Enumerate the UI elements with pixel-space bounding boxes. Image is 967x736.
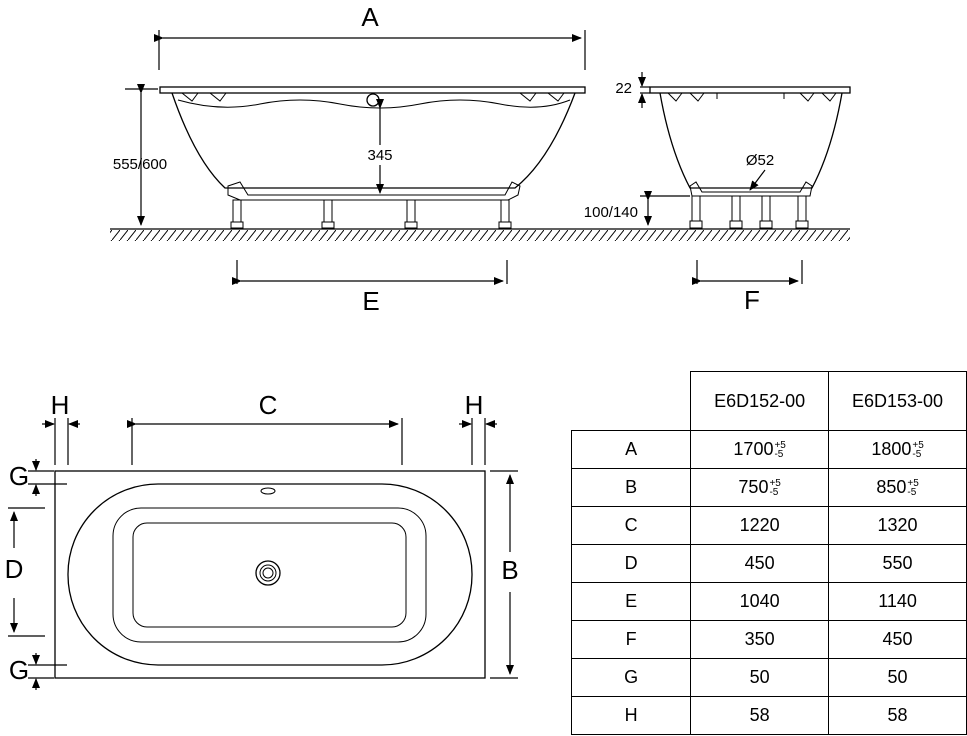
height-label: 555/600 [113, 156, 167, 173]
top-view: C H H G G D B [5, 390, 519, 690]
label-b: B [501, 555, 518, 585]
side-feet [230, 199, 512, 229]
top-basin-inner [132, 522, 407, 628]
table-cell: 1220 [690, 506, 830, 545]
label-g-bottom: G [9, 655, 29, 685]
side-rim [159, 86, 586, 94]
end-base-frame [689, 181, 813, 197]
row-key: D [570, 544, 692, 583]
table-cell: 1700+5-5 [690, 430, 830, 469]
rim-thickness-label: 22 [615, 80, 632, 97]
end-rim [649, 86, 851, 94]
table-cell: 1040 [690, 582, 830, 621]
row-key: H [570, 696, 692, 735]
table-cell: 450 [828, 620, 967, 659]
label-h-left: H [51, 390, 70, 420]
row-key: E [570, 582, 692, 621]
end-feet [689, 195, 809, 229]
table-cell: 850+5-5 [828, 468, 967, 507]
label-h-right: H [465, 390, 484, 420]
feet-height-label: 100/140 [584, 204, 638, 221]
table-cell: 1320 [828, 506, 967, 545]
table-row: F 350 450 [570, 620, 967, 659]
top-basin-outer [67, 483, 473, 666]
table-row: A 1700+5-5 1800+5-5 [570, 430, 967, 469]
end-view: 22 Ø52 100/140 F [584, 72, 851, 315]
table-row: D 450 550 [570, 544, 967, 583]
drain-diameter-label: Ø52 [746, 152, 774, 169]
column-header: E6D152-00 [690, 371, 830, 431]
row-key: B [570, 468, 692, 507]
drain-leader [749, 169, 766, 191]
drain-icon [255, 560, 281, 586]
top-basin-mid [112, 507, 427, 643]
label-a: A [361, 2, 379, 32]
table-cell: 58 [828, 696, 967, 735]
table-cell: 58 [690, 696, 830, 735]
table-cell: 550 [828, 544, 967, 583]
table-cell: 450 [690, 544, 830, 583]
table-cell: 1140 [828, 582, 967, 621]
table-cell: 1800+5-5 [828, 430, 967, 469]
side-body [171, 92, 576, 189]
table-row: H 58 58 [570, 696, 967, 735]
column-header: E6D153-00 [828, 371, 967, 431]
row-key: C [570, 506, 692, 545]
label-f: F [744, 285, 760, 315]
row-key: F [570, 620, 692, 659]
label-g-top: G [9, 461, 29, 491]
table-row: B 750+5-5 850+5-5 [570, 468, 967, 507]
side-view: A 555/600 345 E [110, 2, 850, 316]
row-key: A [570, 430, 692, 469]
row-key: G [570, 658, 692, 697]
depth-label: 345 [367, 147, 392, 164]
table-cell: 50 [690, 658, 830, 697]
table-cell: 50 [828, 658, 967, 697]
table-row: G 50 50 [570, 658, 967, 697]
end-rim-brackets [667, 92, 837, 102]
end-body [659, 92, 843, 189]
table-header-row: E6D152-00 E6D153-00 [572, 371, 967, 431]
top-outline [54, 470, 486, 679]
label-d: D [5, 554, 24, 584]
table-row: C 1220 1320 [570, 506, 967, 545]
base-frame [227, 181, 521, 201]
table-cell: 750+5-5 [690, 468, 830, 507]
side-inner-curve [177, 99, 571, 109]
overflow-outlet-icon [366, 93, 380, 107]
table-row: E 1040 1140 [570, 582, 967, 621]
overflow-icon [260, 487, 276, 495]
floor-hatch [110, 230, 850, 241]
dimension-table: E6D152-00 E6D153-00 A 1700+5-5 1800+5-5 … [570, 371, 967, 735]
label-c: C [259, 390, 278, 420]
label-e: E [362, 286, 379, 316]
table-cell: 350 [690, 620, 830, 659]
rim-brackets [181, 92, 565, 102]
